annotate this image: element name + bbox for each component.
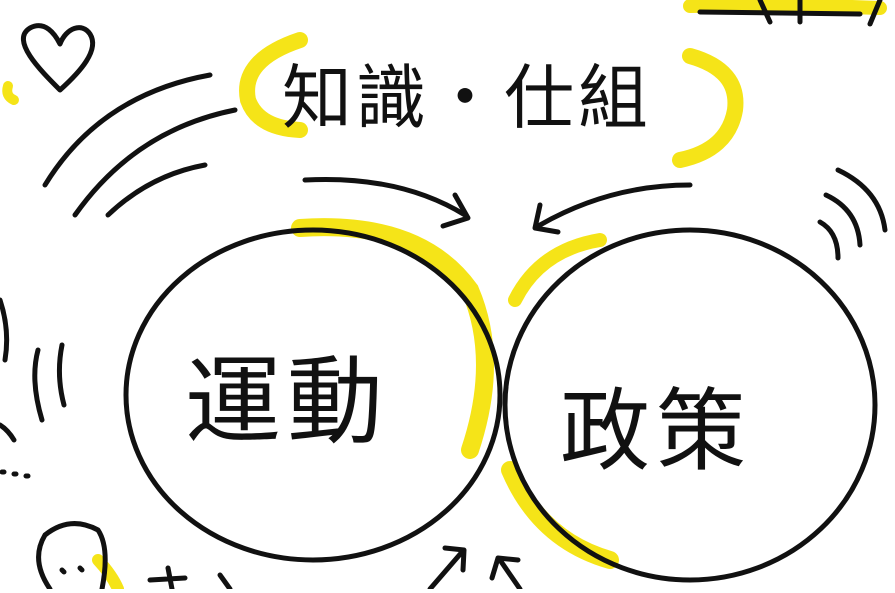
top-label: 知識・仕組 bbox=[282, 57, 652, 139]
right-circle-top-highlight bbox=[508, 233, 607, 307]
motion-line bbox=[835, 167, 888, 233]
motion-line bbox=[105, 162, 208, 218]
left-circle-highlight bbox=[291, 218, 494, 459]
face-highlight bbox=[92, 554, 124, 593]
arrow-bottom-right bbox=[489, 555, 523, 592]
top-label-left-highlight bbox=[239, 32, 308, 138]
motion-line bbox=[72, 107, 238, 218]
motion-line bbox=[56, 342, 67, 408]
left-circle bbox=[123, 227, 503, 563]
arrow-top-left-head bbox=[440, 192, 471, 229]
person-face-icon bbox=[36, 521, 108, 592]
face-eyes bbox=[59, 565, 85, 575]
top-right-highlight bbox=[683, 0, 887, 15]
ellipsis-dots bbox=[0, 469, 31, 479]
motion-line bbox=[817, 219, 841, 261]
motion-line bbox=[42, 72, 213, 188]
partial-character bbox=[217, 572, 233, 592]
motion-line bbox=[0, 422, 17, 443]
left-circle-label: 運動 bbox=[185, 346, 389, 458]
top-right-partial-stroke bbox=[697, 9, 863, 17]
right-circle bbox=[502, 227, 878, 583]
arrow-bottom-left bbox=[427, 545, 467, 592]
right-circle-label: 政策 bbox=[560, 379, 752, 484]
arrow-top-right-head bbox=[532, 202, 561, 235]
heart-icon bbox=[21, 23, 96, 93]
motion-line bbox=[32, 347, 45, 423]
top-right-partial-stroke bbox=[757, 0, 883, 27]
arrow-top-left bbox=[302, 176, 468, 218]
heart-highlight bbox=[2, 81, 19, 105]
motion-line bbox=[823, 192, 863, 248]
top-label-right-highlight bbox=[672, 48, 744, 168]
motion-line bbox=[0, 297, 10, 363]
arrow-top-right bbox=[537, 182, 693, 228]
partial-character bbox=[147, 565, 188, 592]
